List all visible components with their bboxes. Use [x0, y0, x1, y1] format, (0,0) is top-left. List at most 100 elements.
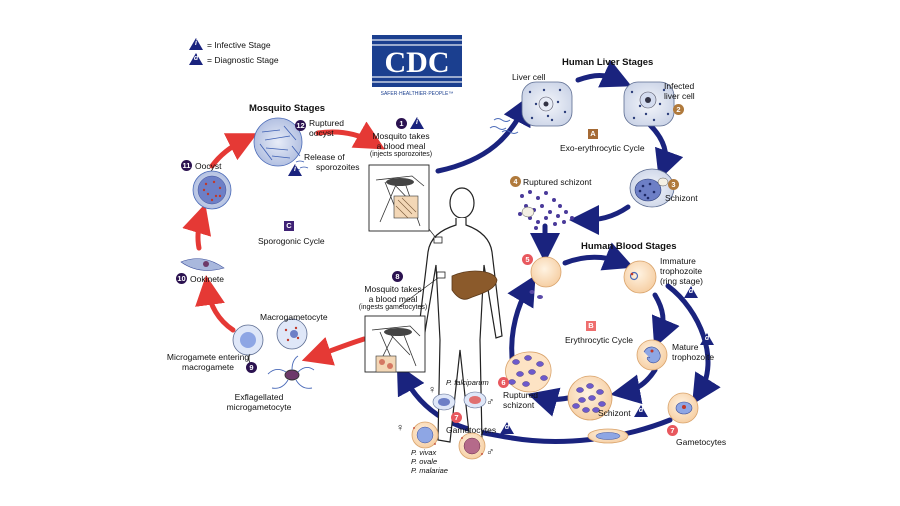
step-1-label: Mosquito takes a blood meal (injects spo… — [369, 131, 433, 158]
infective-stage-icon: i — [189, 38, 203, 50]
infected-liver-cell-label: Infected liver cell — [664, 81, 695, 101]
oocyst-label: Oocyst — [195, 161, 222, 171]
legend-infective-text: = Infective Stage — [207, 40, 271, 50]
gametocytes-left-label: Gametocytes — [446, 425, 497, 435]
exflagellated-microgametocyte — [267, 355, 315, 389]
step-10-badge: 10 — [176, 273, 187, 284]
arrow-injection-to-liver — [435, 94, 531, 174]
mature-trophozoite-diagnostic-icon: d — [700, 333, 714, 345]
ookinete-label: Ookinete — [190, 274, 225, 284]
oocyst — [192, 170, 232, 210]
rbc-mature-trophozoite — [636, 339, 668, 371]
arrow-oocyst-to-ruptured — [209, 133, 258, 169]
rbc-schizont — [567, 375, 613, 421]
arrow-mosquito-to-macrogamete — [301, 336, 367, 366]
ring-stage-diagnostic-icon: d — [684, 286, 698, 298]
step-6-badge: 6 — [498, 377, 509, 388]
infected-liver-cell — [623, 81, 675, 127]
arrow-macro-to-ookinete — [195, 275, 236, 333]
blood-schizont-label: Schizont — [598, 408, 631, 418]
arrow-ring-to-mature — [651, 292, 680, 348]
microgamete-entering-label: Microgamete entering macrogamete — [166, 352, 250, 372]
arrow-rbc-to-ring — [562, 242, 634, 271]
heading-human-blood-stages: Human Blood Stages — [581, 241, 677, 252]
gametocytes-right-label: Gametocytes — [676, 437, 727, 447]
immature-trophozoite-label: Immature trophozoite (ring stage) — [660, 256, 703, 286]
liver-schizont — [629, 168, 675, 208]
human-liver — [451, 270, 498, 300]
cdc-logo-graphic: CDC SAFER·HEALTHIER·PEOPLE™ — [372, 35, 462, 97]
ruptured-oocyst — [253, 117, 309, 171]
cdc-logo-letters: CDC — [385, 46, 450, 79]
female-symbol-1: ♀ — [428, 384, 437, 396]
arrow-ruptured-to-rbc-loop — [507, 275, 536, 361]
sporogonic-cycle-label: Sporogonic Cycle — [258, 236, 325, 246]
rbc-uninfected — [529, 256, 562, 299]
liver-cell — [521, 81, 573, 127]
step-1-infective-icon: i — [410, 117, 424, 129]
sporozoites — [489, 118, 519, 134]
step-8-label: Mosquito takes a blood meal (ingests gam… — [358, 284, 428, 311]
step-3-badge: 3 — [668, 179, 679, 190]
step-11-badge: 11 — [181, 160, 192, 171]
arrow-mature-to-schizont — [610, 367, 658, 405]
heading-mosquito-stages: Mosquito Stages — [249, 103, 326, 114]
arrow-liver-to-infected — [575, 60, 632, 88]
cdc-logo: CDC SAFER·HEALTHIER·PEOPLE™ — [372, 35, 462, 97]
mature-trophozoite-label: Mature trophozoite — [672, 342, 715, 362]
liver-cell-label: Liver cell — [512, 72, 546, 82]
ruptured-schizont-liver-label: Ruptured schizont — [523, 177, 592, 187]
step-7a-badge: 7 — [451, 412, 462, 423]
arrow-ookinete-to-oocyst — [182, 203, 212, 251]
vivax-gametocytes — [411, 421, 486, 460]
arrow-schizont-to-ruptured-blood — [527, 387, 571, 417]
diagnostic-stage-icon: d — [189, 53, 203, 65]
step-1-badge: 1 — [396, 118, 407, 129]
macrogametocyte — [276, 318, 308, 350]
step-2-badge: 2 — [673, 104, 684, 115]
microgamete-entering — [232, 324, 264, 367]
arrow-schizont-to-ruptured — [569, 204, 631, 235]
p-falciparum-label: P. falciparum — [446, 378, 489, 387]
step-12-badge: 12 — [295, 120, 306, 131]
male-symbol-1: ♂ — [486, 396, 495, 408]
erythrocytic-cycle-label: Erythrocytic Cycle — [565, 335, 634, 345]
rbc-ruptured-schizont — [505, 351, 552, 393]
mosquito-box-8 — [364, 315, 426, 373]
ruptured-schizont-blood-label: Ruptured schizont — [503, 390, 538, 410]
step-7b-badge: 7 — [667, 425, 678, 436]
macrogametocyte-label: Macrogametocyte — [260, 312, 328, 322]
species-list: P. vivax P. ovale P. malariae — [411, 448, 448, 475]
female-symbol-2: ♀ — [396, 422, 405, 434]
step-8-badge: 8 — [392, 271, 403, 282]
cdc-logo-tagline: SAFER·HEALTHIER·PEOPLE™ — [381, 91, 454, 97]
step-4-badge: 4 — [510, 176, 521, 187]
arrow-oocyst-to-injection — [315, 121, 386, 150]
falciparum-gametocytes — [432, 391, 487, 411]
liver-schizont-label: Schizont — [665, 193, 698, 203]
rbc-gametocyte — [667, 392, 699, 424]
rbc-elongated — [587, 428, 629, 444]
gametocytes-diagnostic-icon: d — [500, 422, 514, 434]
rbc-ring-stage — [623, 260, 657, 294]
heading-human-liver-stages: Human Liver Stages — [562, 57, 654, 68]
exflagellated-label: Exflagellated microgametocyte — [226, 392, 292, 412]
ruptured-liver-schizont — [518, 190, 574, 230]
step-9-badge: 9 — [246, 362, 257, 373]
mosquito-box-1 — [368, 164, 430, 232]
male-symbol-2: ♂ — [486, 446, 495, 458]
ruptured-oocyst-label: Ruptured oocyst — [309, 118, 344, 138]
release-sporozoites-label: Release of sporozoites — [304, 152, 360, 172]
cycle-b-marker: B — [586, 321, 596, 331]
step-5-badge: 5 — [522, 254, 533, 265]
ookinete — [180, 258, 225, 271]
cycle-a-marker: A — [588, 129, 598, 139]
exo-erythrocytic-cycle-label: Exo-erythrocytic Cycle — [560, 143, 645, 153]
legend-diagnostic-text: = Diagnostic Stage — [207, 55, 279, 65]
release-infective-icon: i — [288, 164, 302, 176]
blood-schizont-diagnostic-icon: d — [634, 405, 648, 417]
cycle-c-marker: C — [284, 221, 294, 231]
arrow-infected-to-schizont — [647, 122, 684, 181]
